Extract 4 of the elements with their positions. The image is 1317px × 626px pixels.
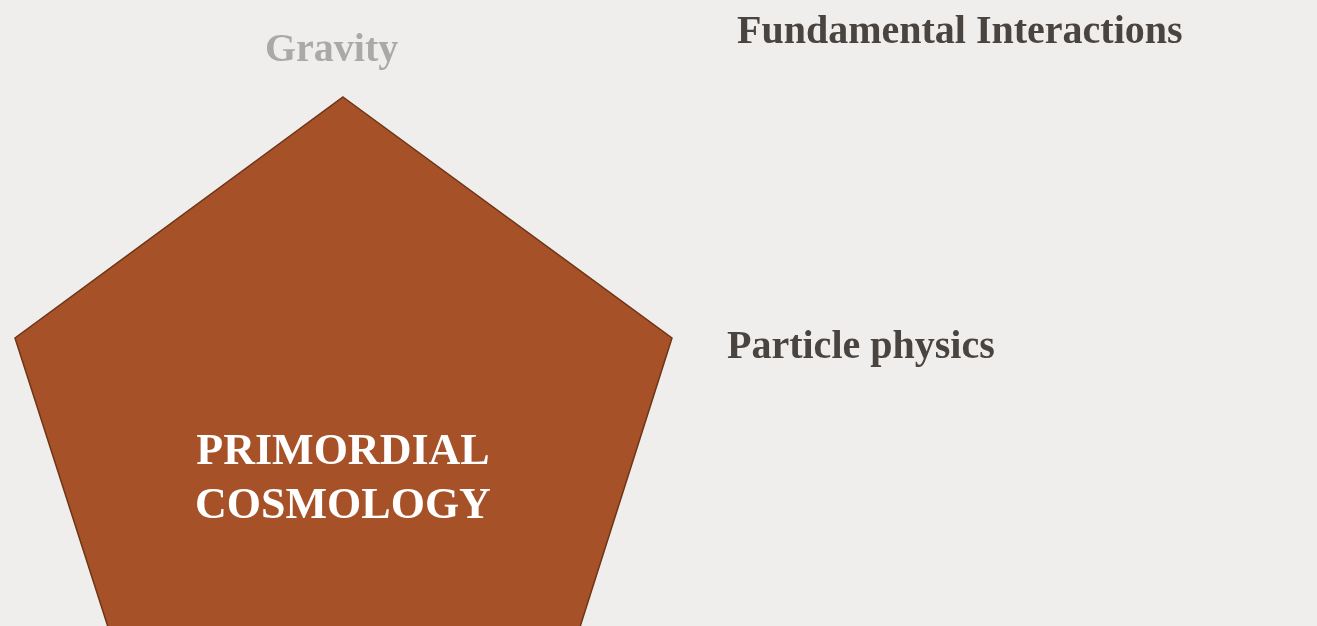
vertex-label: Particle physics: [727, 321, 995, 368]
title: Fundamental Interactions: [737, 6, 1183, 53]
vertex-label: Gravity: [265, 24, 399, 71]
pentagon-label: PRIMORDIAL COSMOLOGY: [194, 424, 492, 530]
